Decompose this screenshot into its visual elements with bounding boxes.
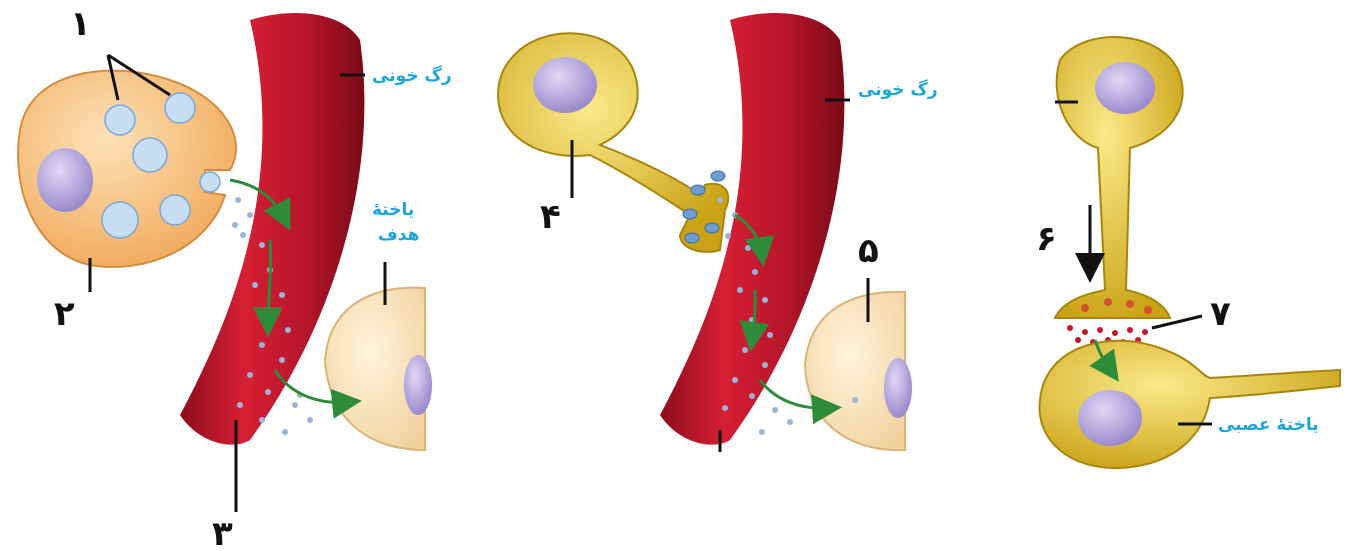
label-number-2: ۲ bbox=[54, 294, 75, 334]
label-number-3: ۳ bbox=[212, 514, 233, 551]
label-number-6: ۶ bbox=[1036, 219, 1057, 259]
gland-cell bbox=[18, 71, 236, 267]
label-target-cell-line2: هدف bbox=[378, 225, 419, 245]
label-number-4: ۴ bbox=[540, 197, 561, 237]
panel-neuroendocrine: ۴ ۵ رگ خونی bbox=[498, 13, 938, 452]
target-cell-1 bbox=[325, 288, 432, 450]
presynaptic-neuron bbox=[1055, 37, 1183, 318]
postsynaptic-neuron bbox=[1040, 341, 1340, 468]
panel-synaptic: ۶ ۷ یاختهٔ عصبی bbox=[1036, 37, 1340, 468]
label-number-5: ۵ bbox=[858, 231, 879, 271]
target-cell-2 bbox=[805, 292, 912, 450]
label-nerve-cell: یاختهٔ عصبی bbox=[1218, 415, 1319, 435]
label-blood-vessel-1: رگ خونی bbox=[372, 66, 452, 86]
neurosecretory-cell bbox=[498, 33, 728, 252]
label-number-1: ۱ bbox=[70, 4, 91, 44]
label-target-cell-line1: یاختهٔ bbox=[372, 200, 414, 220]
label-number-7: ۷ bbox=[1210, 294, 1231, 334]
label-blood-vessel-2: رگ خونی bbox=[858, 80, 938, 100]
panel-endocrine: ۱ ۲ ۳ رگ خونی یاختهٔ هدف bbox=[18, 4, 452, 551]
